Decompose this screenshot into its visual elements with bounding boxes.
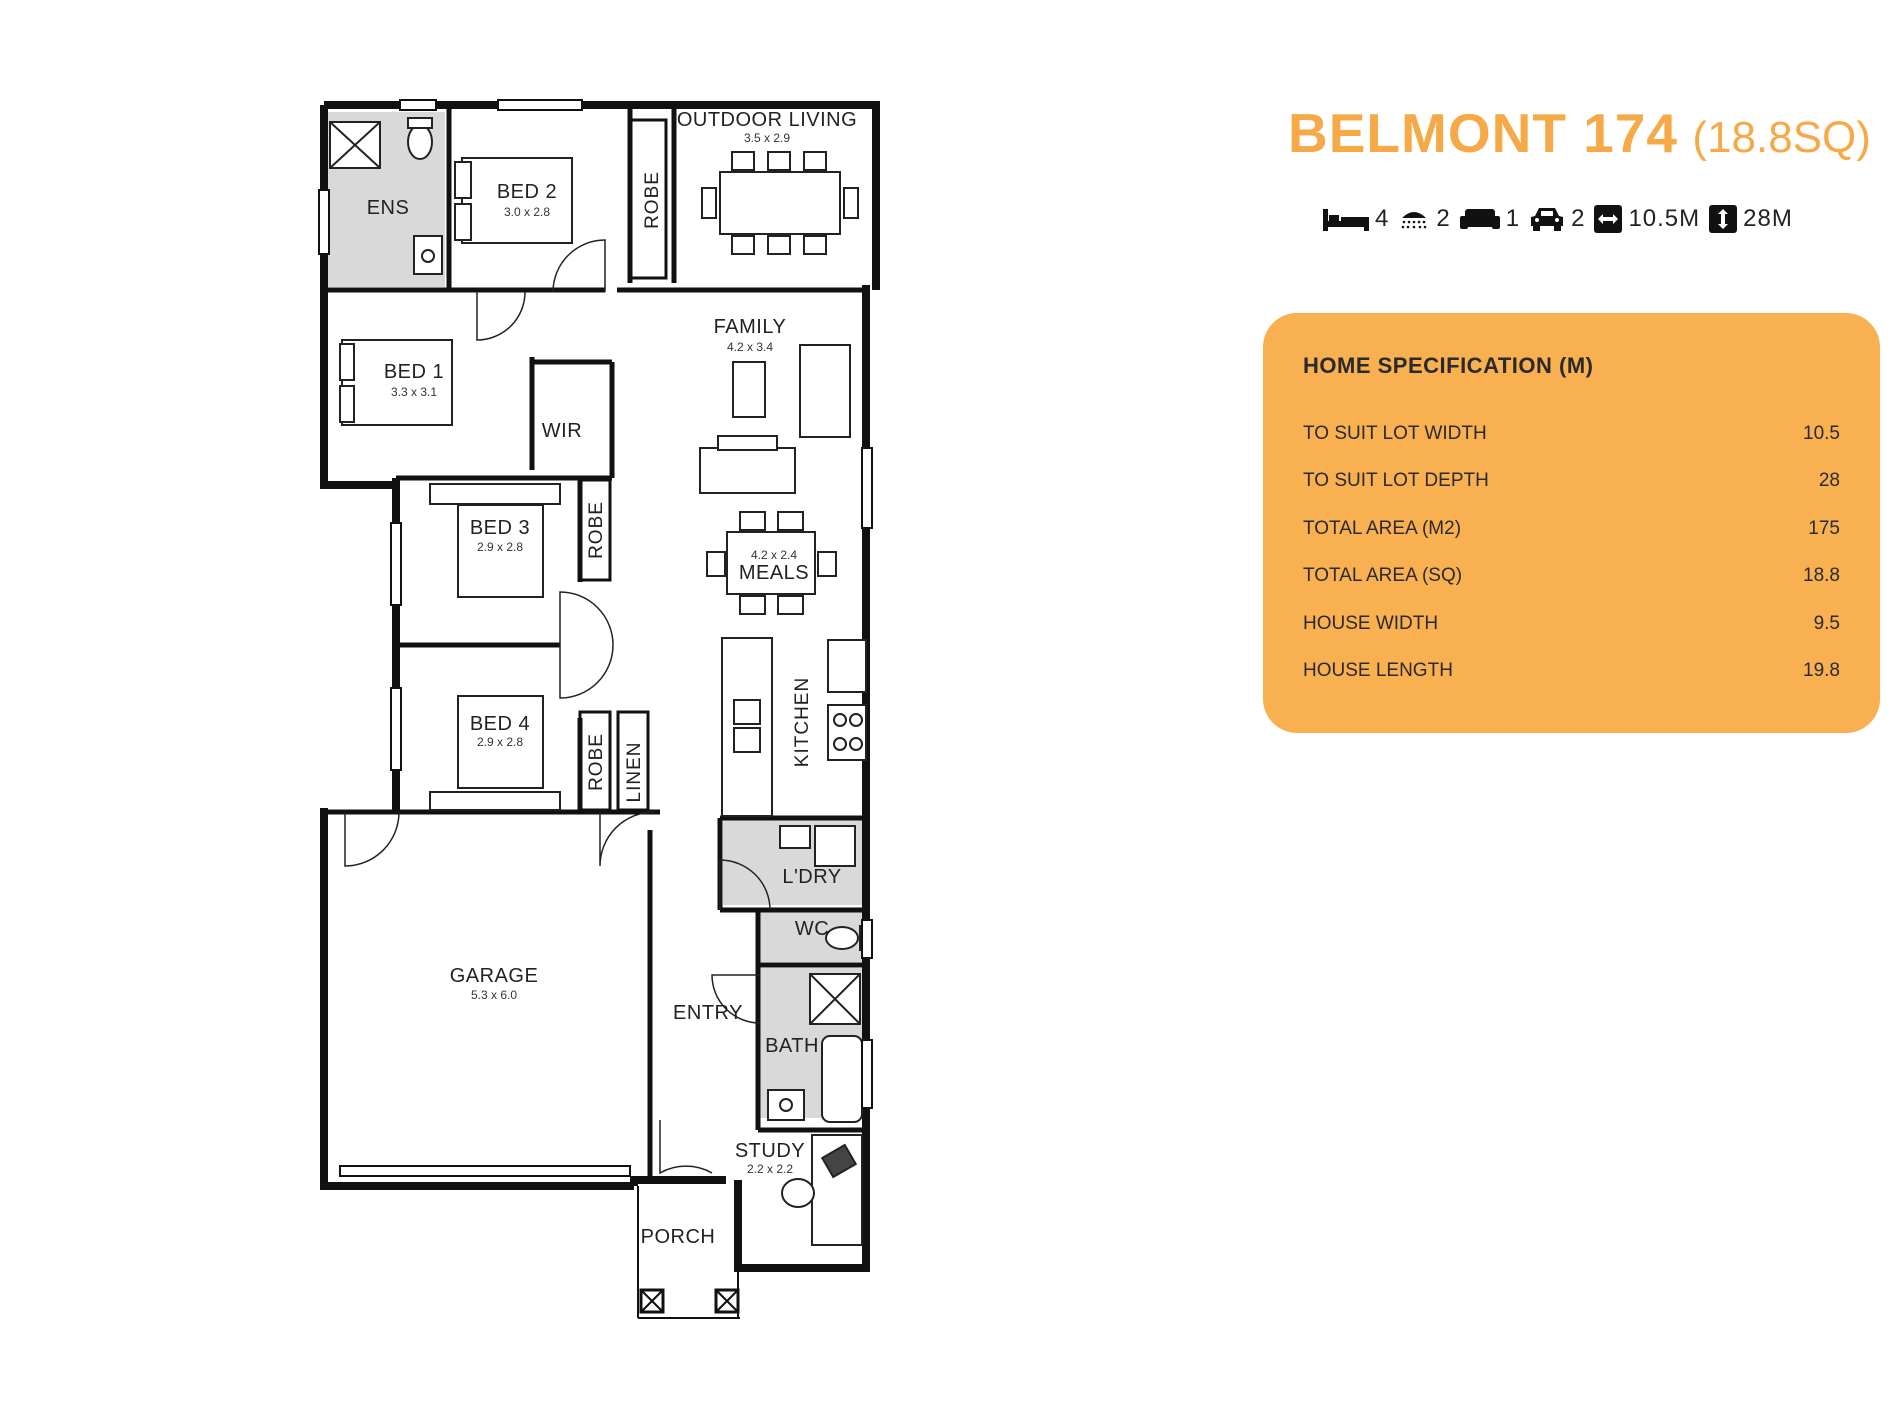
door-swings [344,239,771,1175]
study-label: STUDY [735,1140,805,1162]
bed4-dims: 2.9 x 2.8 [477,735,523,749]
feature-bedrooms: 4 [1323,205,1389,233]
shower-icon [1402,212,1427,229]
spec-value: 28 [1818,470,1840,492]
porch-label: PORCH [641,1226,716,1248]
spec-value: 9.5 [1813,612,1840,634]
bed3-label: BED 3 [470,517,530,539]
spec-label: HOUSE WIDTH [1303,612,1439,634]
windows [318,99,873,1177]
robe-top-label: ROBE [642,171,663,229]
bed1-label: BED 1 [384,361,444,383]
wir-label: WIR [542,420,582,442]
family-dims: 4.2 x 3.4 [727,340,773,354]
spec-value: 175 [1808,517,1840,539]
bed1-dims: 3.3 x 3.1 [391,385,437,399]
width-icon [1594,205,1623,233]
feature-lot-depth-value: 28M [1743,205,1793,232]
feature-lot-width-value: 10.5M [1628,205,1701,232]
outdoor-living-label: OUTDOOR LIVING [677,109,857,131]
spec-row: TO SUIT LOT WIDTH 10.5 [1303,410,1840,458]
study-desk [781,1134,863,1246]
spec-row: HOUSE WIDTH 9.5 [1303,600,1840,648]
laundry-label: L'DRY [782,866,841,888]
bed3-dims: 2.9 x 2.8 [477,540,523,554]
bed-icon [1323,209,1369,231]
feature-lot-width: 10.5M [1594,205,1700,233]
meals-table [706,511,837,615]
bed-furniture [339,157,573,811]
spec-label: TOTAL AREA (SQ) [1303,565,1463,587]
house-size: (18.8SQ) [1692,113,1871,162]
ens-label: ENS [367,197,410,219]
kitchen-label: KITCHEN [792,677,813,767]
kitchen-fixtures [721,637,867,817]
bed4-label: BED 4 [470,713,530,735]
outdoor-living-dims: 3.5 x 2.9 [744,131,790,145]
feature-lot-depth: 28M [1709,205,1793,233]
family-label: FAMILY [714,316,787,338]
spec-heading: HOME SPECIFICATION (M) [1303,353,1594,378]
spec-value: 19.8 [1803,660,1840,682]
spec-row: HOUSE LENGTH 19.8 [1303,648,1840,696]
feature-living-value: 1 [1505,205,1521,232]
garage-dims: 5.3 x 6.0 [471,988,517,1002]
feature-cars-value: 2 [1571,205,1586,232]
spec-row: TO SUIT LOT DEPTH 28 [1303,458,1840,506]
house-name: BELMONT 174 [1288,102,1678,164]
feature-bathrooms-value: 2 [1436,205,1451,232]
spec-label: TOTAL AREA (M2) [1303,517,1462,539]
spec-row: TOTAL AREA (SQ) 18.8 [1303,553,1840,601]
robe-bed4-label: ROBE [586,733,607,791]
home-specification-card: HOME SPECIFICATION (M) TO SUIT LOT WIDTH… [1263,313,1880,733]
ens-fixtures [329,117,443,275]
spec-value: 10.5 [1803,422,1840,444]
living-furniture [699,344,851,494]
linen-label: LINEN [624,742,645,803]
outdoor-dining-table [701,151,859,255]
feature-living: 1 [1459,205,1521,233]
car-icon [1531,208,1564,231]
feature-bedrooms-value: 4 [1375,205,1390,232]
wet-fixtures [767,825,871,1123]
sofa-icon [1459,209,1500,229]
robe-bed3-label: ROBE [586,501,607,559]
feature-bathrooms: 2 [1398,205,1450,233]
depth-icon [1709,205,1738,233]
wc-label: WC [795,918,829,940]
meals-dims: 4.2 x 2.4 [751,548,797,562]
page-title: BELMONT 174 (18.8SQ) [1288,101,1871,165]
spec-value: 18.8 [1803,565,1840,587]
bed2-label: BED 2 [497,181,557,203]
porch-structure [637,1186,740,1319]
entry-label: ENTRY [673,1002,743,1024]
spec-row: TOTAL AREA (M2) 175 [1303,505,1840,553]
meals-label: MEALS [739,562,809,584]
spec-label: TO SUIT LOT WIDTH [1303,422,1487,444]
spec-label: HOUSE LENGTH [1303,660,1453,682]
spec-label: TO SUIT LOT DEPTH [1303,470,1489,492]
feature-summary: 4 2 1 2 10.5M 28M [1323,205,1802,233]
feature-cars: 2 [1529,205,1585,233]
bath-label: BATH [765,1035,819,1057]
garage-label: GARAGE [450,965,539,987]
bed2-dims: 3.0 x 2.8 [504,205,550,219]
study-dims: 2.2 x 2.2 [747,1162,793,1176]
